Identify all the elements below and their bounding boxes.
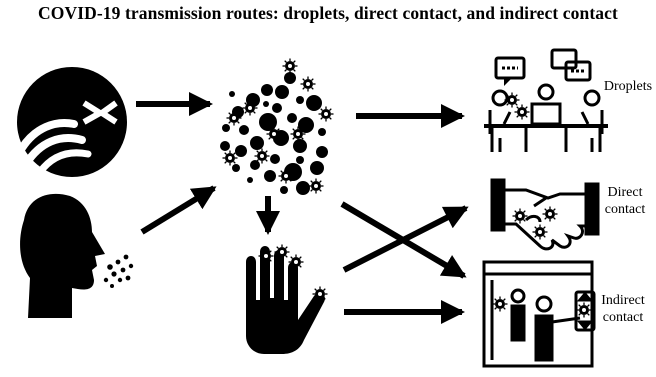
contaminated-hand-icon (246, 243, 329, 354)
arrow-cough-to-cloud (140, 185, 217, 235)
label-direct-line2: contact (604, 202, 646, 217)
elevator-icon (482, 260, 596, 368)
arrow-hand-to-handshake (342, 205, 469, 273)
label-indirect-line1: Indirect (601, 293, 645, 308)
label-indirect-line2: contact (602, 310, 644, 325)
meeting-people-icon (484, 48, 608, 152)
label-droplets-text: Droplets (603, 79, 653, 94)
coughing-head-icon (20, 193, 134, 318)
label-indirect-contact: Indirect contact (590, 292, 656, 326)
sneezing-face-icon (17, 67, 127, 177)
label-droplets: Droplets (600, 78, 656, 95)
diagram-title: COVID-19 transmission routes: droplets, … (38, 3, 618, 23)
label-direct-contact: Direct contact (594, 184, 656, 218)
handshake-icon (490, 178, 600, 251)
label-direct-line1: Direct (607, 185, 643, 200)
virus-cloud-icon (220, 57, 335, 195)
